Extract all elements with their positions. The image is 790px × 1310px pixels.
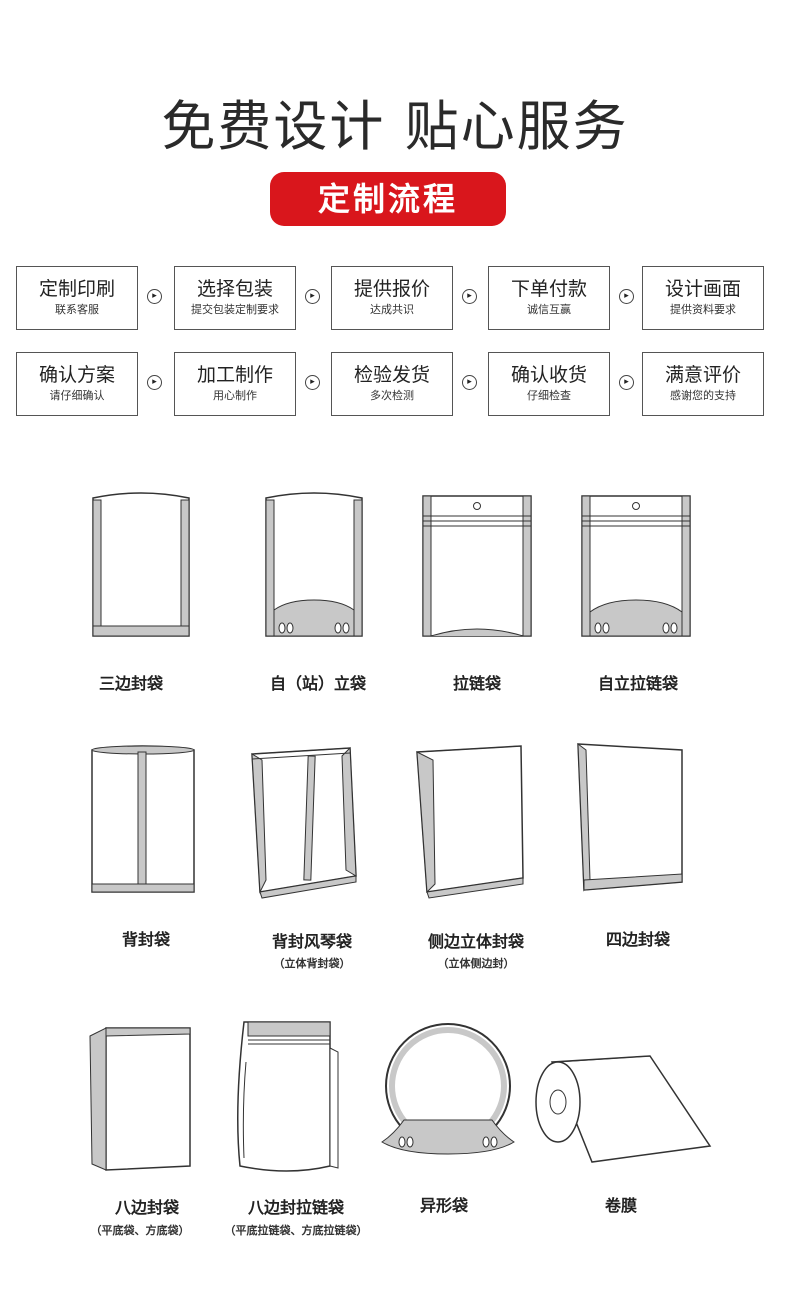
arrow-right-icon: ▸ bbox=[619, 375, 634, 390]
step-subtitle: 用心制作 bbox=[213, 389, 257, 402]
step-subtitle: 提供资料要求 bbox=[670, 303, 736, 316]
step-box: 下单付款 诚信互赢 bbox=[488, 266, 610, 330]
step-subtitle: 联系客服 bbox=[55, 303, 99, 316]
arrow-right-icon: ▸ bbox=[305, 289, 320, 304]
step-subtitle: 仔细检查 bbox=[527, 389, 571, 402]
step-title: 下单付款 bbox=[510, 278, 587, 300]
side-gusset-bag-icon bbox=[416, 745, 524, 899]
step-subtitle: 请仔细确认 bbox=[49, 389, 105, 402]
stand-up-zipper-bag-icon bbox=[581, 495, 691, 637]
step-box: 确认收货 仔细检查 bbox=[488, 352, 610, 416]
process-badge: 定制流程 bbox=[270, 172, 506, 226]
step-subtitle: 多次检测 bbox=[370, 389, 414, 402]
step-title: 选择包装 bbox=[196, 278, 273, 300]
bag-label: 自立拉链袋 bbox=[597, 674, 678, 693]
step-subtitle: 诚信互赢 bbox=[527, 303, 571, 316]
arrow-right-icon: ▸ bbox=[462, 375, 477, 390]
roll-film-icon bbox=[535, 1055, 712, 1163]
step-box: 确认方案 请仔细确认 bbox=[16, 352, 138, 416]
four-side-seal-bag-icon bbox=[577, 742, 683, 892]
arrow-right-icon: ▸ bbox=[147, 375, 162, 390]
bag-label: 背封风琴袋 bbox=[271, 932, 352, 951]
step-box: 选择包装 提交包装定制要求 bbox=[174, 266, 296, 330]
bag-label: 卷膜 bbox=[604, 1196, 637, 1215]
bag-label: 自（站）立袋 bbox=[269, 674, 366, 693]
three-side-seal-bag-icon bbox=[92, 492, 190, 637]
eight-side-seal-bag-icon bbox=[89, 1027, 191, 1171]
step-box: 检验发货 多次检测 bbox=[331, 352, 453, 416]
stand-up-pouch-icon bbox=[265, 492, 363, 637]
step-subtitle: 提交包装定制要求 bbox=[191, 303, 279, 316]
step-subtitle: 感谢您的支持 bbox=[670, 389, 736, 402]
bag-label: 拉链袋 bbox=[452, 674, 501, 693]
arrow-right-icon: ▸ bbox=[305, 375, 320, 390]
step-title: 确认收货 bbox=[510, 364, 587, 386]
bag-note: （立体背封袋） bbox=[273, 957, 351, 970]
bag-note: （平底袋、方底袋） bbox=[90, 1224, 190, 1237]
bag-label: 八边封拉链袋 bbox=[247, 1198, 344, 1217]
step-title: 定制印刷 bbox=[38, 278, 115, 300]
bag-label: 异形袋 bbox=[419, 1196, 468, 1215]
bag-note: （平底拉链袋、方底拉链袋） bbox=[224, 1224, 368, 1237]
bag-note: （立体侧边封） bbox=[437, 957, 515, 970]
step-box: 满意评价 感谢您的支持 bbox=[642, 352, 764, 416]
page-title: 免费设计 贴心服务 bbox=[161, 95, 629, 158]
bag-label: 背封袋 bbox=[121, 930, 170, 949]
zipper-bag-icon bbox=[422, 495, 532, 637]
special-shaped-bag-icon bbox=[381, 1023, 515, 1155]
step-title: 提供报价 bbox=[353, 278, 430, 300]
step-title: 检验发货 bbox=[353, 364, 430, 386]
arrow-right-icon: ▸ bbox=[147, 289, 162, 304]
bag-label: 三边封袋 bbox=[98, 674, 163, 693]
bag-label: 侧边立体封袋 bbox=[427, 932, 524, 951]
step-title: 设计画面 bbox=[664, 278, 741, 300]
step-box: 定制印刷 联系客服 bbox=[16, 266, 138, 330]
arrow-right-icon: ▸ bbox=[619, 289, 634, 304]
step-title: 确认方案 bbox=[38, 364, 115, 386]
bag-label: 八边封袋 bbox=[114, 1198, 179, 1217]
eight-side-zipper-bag-icon bbox=[237, 1021, 339, 1172]
back-seal-bag-icon bbox=[91, 745, 195, 893]
step-box: 加工制作 用心制作 bbox=[174, 352, 296, 416]
step-box: 提供报价 达成共识 bbox=[331, 266, 453, 330]
step-subtitle: 达成共识 bbox=[370, 303, 414, 316]
gusset-back-seal-bag-icon bbox=[251, 746, 357, 899]
step-title: 满意评价 bbox=[664, 364, 741, 386]
step-title: 加工制作 bbox=[196, 364, 273, 386]
step-box: 设计画面 提供资料要求 bbox=[642, 266, 764, 330]
bag-label: 四边封袋 bbox=[605, 930, 670, 949]
arrow-right-icon: ▸ bbox=[462, 289, 477, 304]
